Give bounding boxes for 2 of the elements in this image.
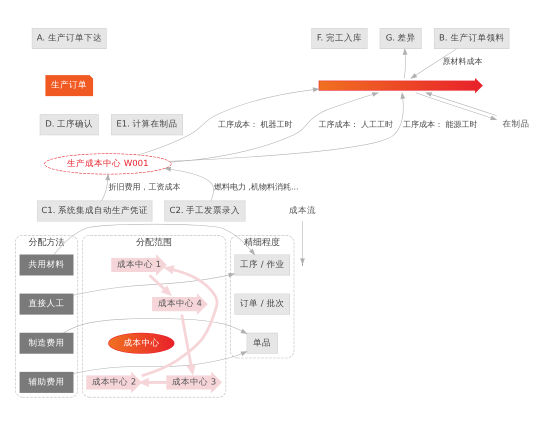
legend-label: 成本流 bbox=[289, 206, 316, 216]
node-text: 在制品 bbox=[502, 119, 530, 130]
